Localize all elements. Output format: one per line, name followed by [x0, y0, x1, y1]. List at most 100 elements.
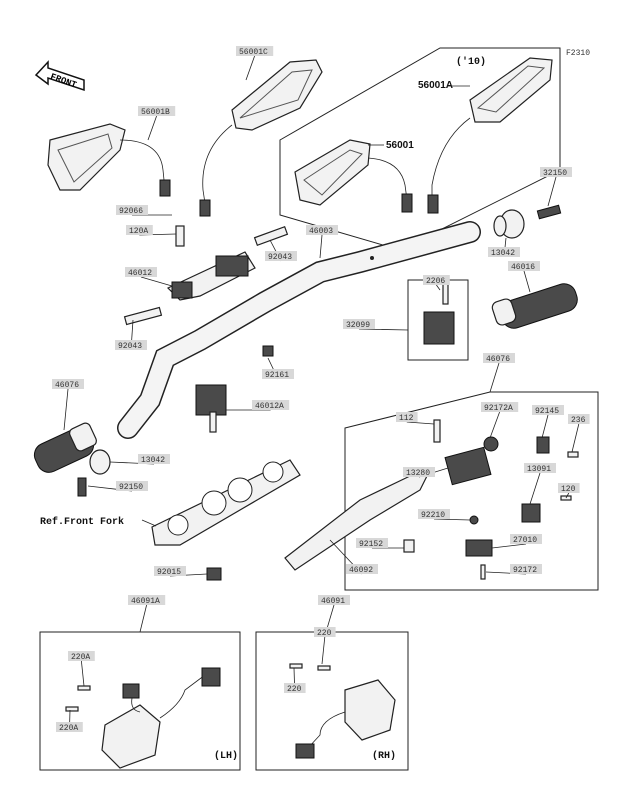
part-tag-220a: 220A: [68, 651, 95, 687]
part-number: 27010: [513, 536, 537, 545]
part-tag-13091: 13091: [524, 463, 556, 505]
ref-front-fork: Ref.Front Fork: [40, 516, 124, 528]
part-tag-220: 220: [284, 667, 306, 694]
bolt-92043-left: [123, 306, 163, 326]
part-number: 220A: [59, 724, 78, 733]
part-number: 92066: [119, 207, 143, 216]
part-number: 92043: [268, 253, 292, 262]
lever-46092: [284, 469, 432, 571]
part-tag-13042: 13042: [109, 454, 170, 465]
part-tag-92172a: 92172A: [481, 402, 519, 439]
part-tag-92161: 92161: [262, 357, 294, 380]
part-number: 46016: [511, 263, 535, 272]
part-number: 2206: [426, 277, 445, 286]
part-tag-236: 236: [568, 414, 590, 453]
part-tag-46003: 46003: [306, 225, 338, 259]
bolt-92150-left: [77, 477, 87, 497]
part-tag-112: 112: [396, 412, 435, 425]
grip-46076-left: [33, 422, 97, 473]
part-number: 120A: [129, 227, 148, 236]
part-number: 220A: [71, 653, 90, 662]
switch-box-rh: (RH): [255, 631, 409, 771]
part-tags: 56001C 56001B 92066 120A 46003 32150 46012 9204…: [52, 46, 590, 733]
part-tag-56001c: 56001C: [236, 46, 274, 81]
part-tag-220: 220: [314, 627, 336, 665]
part-tag-46076: 46076: [483, 353, 515, 393]
part-number: 56001B: [141, 108, 170, 117]
part-number: 92152: [359, 540, 383, 549]
year-part-56001A: 56001A: [418, 80, 453, 91]
part-number: 13280: [406, 469, 430, 478]
part-tag-92066: 92066: [116, 205, 172, 216]
holder-46012A: [195, 384, 227, 433]
part-number: 13042: [491, 249, 515, 258]
part-number: 236: [571, 416, 586, 425]
part-tag-220a: 220A: [56, 709, 83, 733]
year-note: ('10): [456, 56, 486, 68]
part-tag-92145: 92145: [532, 405, 564, 439]
bolt-120A: [175, 225, 185, 247]
top-bracket: [151, 459, 301, 546]
part-tag-32150: 32150: [540, 167, 572, 207]
handlebar-46003: [117, 221, 481, 439]
part-tag-46092: 46092: [329, 539, 378, 575]
part-tag-92210: 92210: [418, 509, 471, 521]
part-number: 13042: [141, 456, 165, 465]
part-number: 220: [317, 629, 332, 638]
part-number: 120: [561, 485, 576, 494]
part-tag-46076: 46076: [52, 379, 84, 431]
part-tag-92043: 92043: [265, 239, 297, 262]
part-number: 92172A: [484, 404, 513, 413]
part-tag-13280: 13280: [403, 467, 449, 478]
part-tag-120: 120: [558, 483, 580, 499]
diagram-code: F2310: [566, 49, 590, 58]
nut-92161: [262, 345, 274, 357]
part-number: 32150: [543, 169, 567, 178]
part-tag-46016: 46016: [508, 261, 540, 293]
holder-46012: [166, 251, 256, 301]
part-number: 46012: [128, 269, 152, 278]
mirror-56001: [294, 139, 413, 213]
part-number: 92145: [535, 407, 559, 416]
lh-label: (LH): [214, 750, 238, 762]
part-tag-2206: 2206: [423, 275, 450, 291]
part-tag-92015: 92015: [154, 566, 208, 577]
part-number: 56001C: [239, 48, 268, 57]
part-number: 46091A: [131, 597, 160, 606]
part-tag-92043: 92043: [115, 319, 147, 351]
part-tag-92152: 92152: [356, 538, 404, 549]
part-tag-92150: 92150: [87, 481, 148, 492]
nut-92015: [206, 567, 222, 581]
part-number: 46012A: [255, 402, 284, 411]
part-tag-120a: 120A: [126, 225, 177, 236]
switch-box-lh: (LH): [39, 631, 241, 771]
part-tag-46091a: 46091A: [128, 595, 166, 633]
part-number: 46092: [349, 566, 373, 575]
part-number: 92015: [157, 568, 181, 577]
mirror-56001B: [47, 123, 171, 197]
part-tag-46012: 46012: [125, 267, 173, 287]
mirror-56001C: [199, 59, 323, 217]
part-tag-56001b: 56001B: [138, 106, 176, 141]
part-tag-46012a: 46012A: [226, 400, 290, 411]
bar-end-13042-right: [493, 209, 525, 239]
mirror-56001A: [427, 57, 553, 214]
part-number: 46076: [486, 355, 510, 364]
part-number: 46091: [321, 597, 345, 606]
part-number: 92210: [421, 511, 445, 520]
part-tag-92172: 92172: [485, 564, 542, 575]
part-number: 220: [287, 685, 302, 694]
part-number: 13091: [527, 465, 551, 474]
part-number: 46076: [55, 381, 79, 390]
part-tag-46091: 46091: [318, 595, 350, 633]
part-number: 92172: [513, 566, 537, 575]
bolt-92043-top: [253, 225, 289, 247]
switch-box-32099: [407, 279, 469, 361]
year-part-56001: 56001: [386, 140, 414, 151]
bar-end-13042-left: [89, 449, 111, 475]
part-number: 32099: [346, 321, 370, 330]
part-tag-32099: 32099: [343, 319, 409, 331]
part-number: 92150: [119, 483, 143, 492]
lever-assembly-box: [284, 391, 599, 591]
